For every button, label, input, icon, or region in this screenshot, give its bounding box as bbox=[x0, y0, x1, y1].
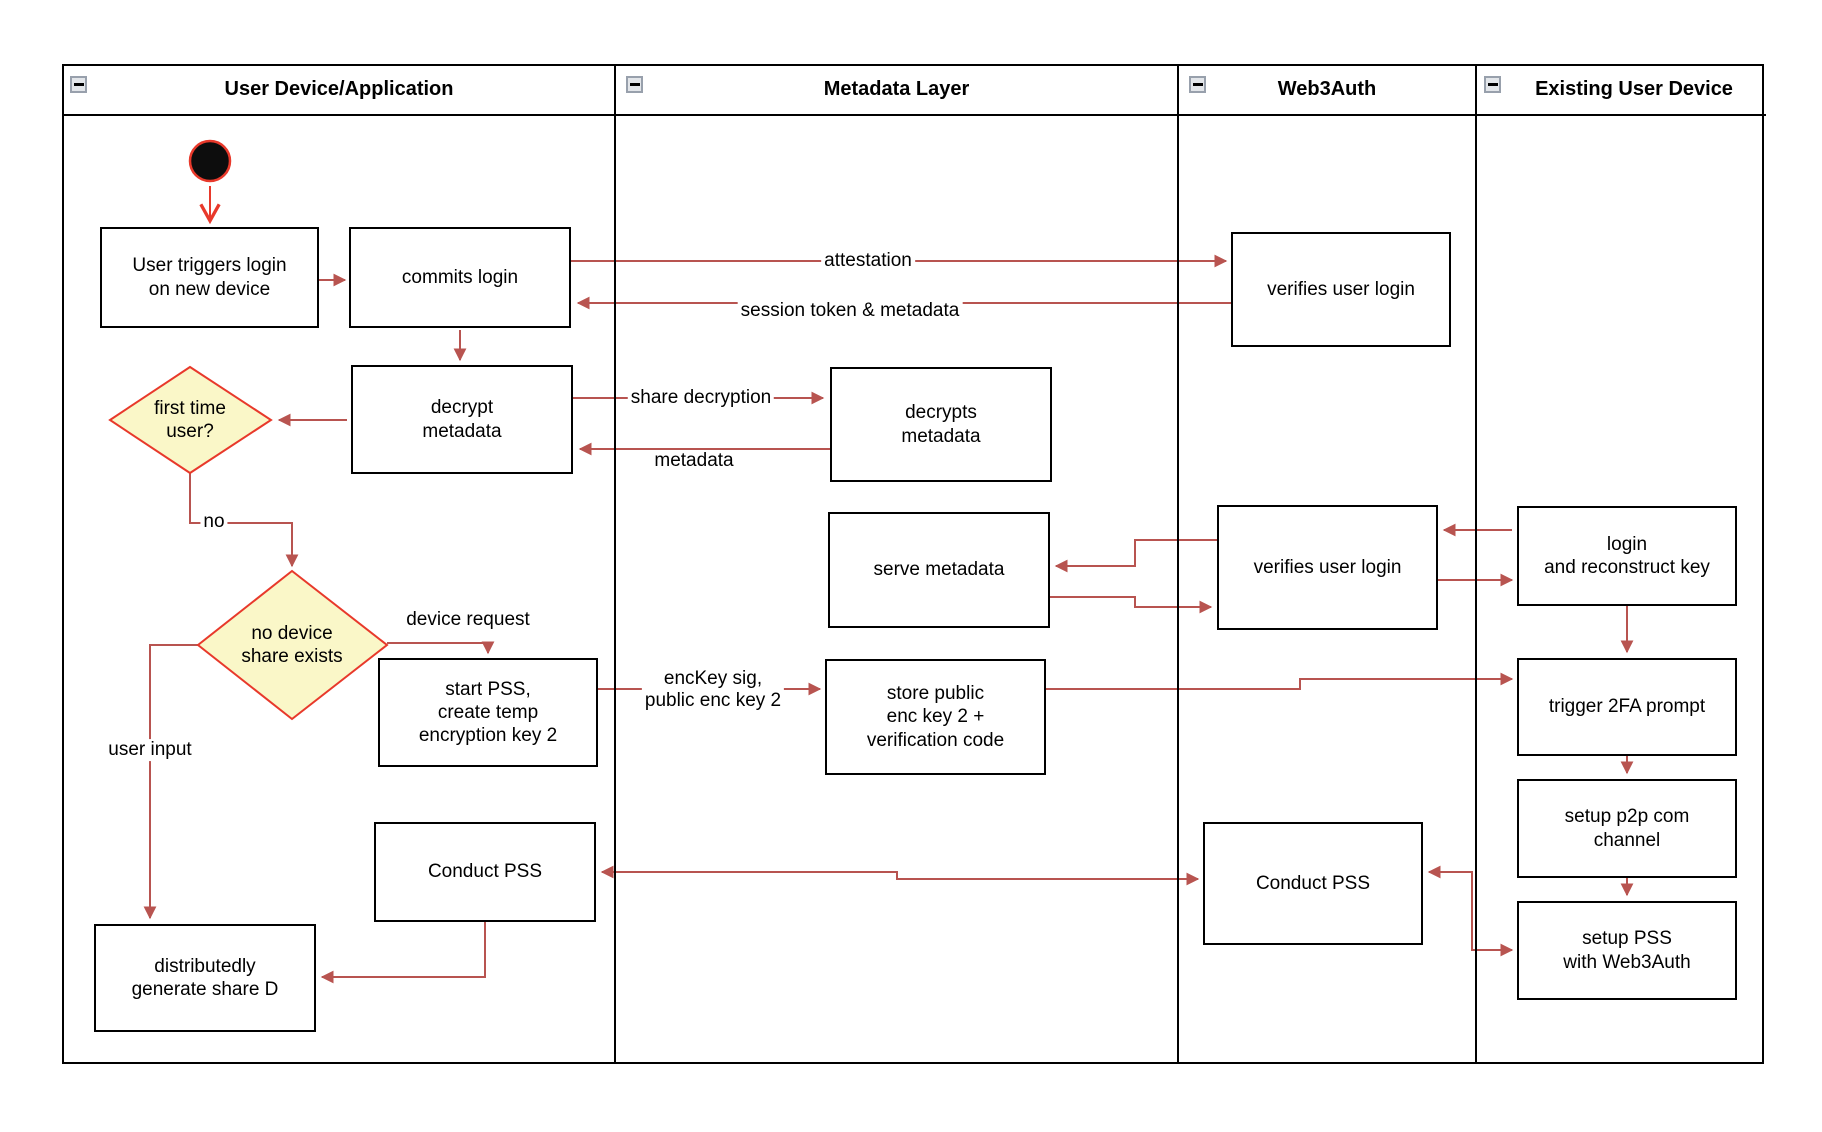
lane-header-web3auth: Web3Auth bbox=[1179, 64, 1475, 114]
node-store-public-key: store public enc key 2 + verification co… bbox=[825, 659, 1046, 775]
lane-divider-3 bbox=[1475, 64, 1477, 1064]
arrow-storekey-to-2fa bbox=[1046, 672, 1514, 690]
node-user-triggers-login: User triggers login on new device bbox=[100, 227, 319, 328]
node-start-pss: start PSS, create temp encryption key 2 bbox=[378, 658, 598, 767]
arrow-verifies-to-serve bbox=[1054, 539, 1217, 573]
minus-glyph bbox=[629, 83, 640, 86]
node-generate-share-d: distributedly generate share D bbox=[94, 924, 316, 1032]
lane-divider-1 bbox=[614, 64, 616, 1064]
collapse-icon[interactable] bbox=[1189, 76, 1206, 93]
minus-glyph bbox=[1192, 83, 1203, 86]
node-verifies-login-top: verifies user login bbox=[1231, 232, 1451, 347]
arrow-conductpss-to-share bbox=[320, 922, 486, 984]
arrow-user-input bbox=[143, 644, 198, 920]
node-decrypt-metadata: decrypt metadata bbox=[351, 365, 573, 474]
edge-label-user-input: user input bbox=[105, 739, 195, 761]
diagram-frame bbox=[62, 64, 1764, 1064]
arrow-device-request bbox=[387, 641, 495, 655]
lane-divider-2 bbox=[1177, 64, 1179, 1064]
lane-title: Existing User Device bbox=[1535, 77, 1733, 100]
lane-title: Web3Auth bbox=[1277, 77, 1377, 100]
collapse-icon[interactable] bbox=[1484, 76, 1501, 93]
edge-label-metadata: metadata bbox=[651, 450, 737, 472]
node-commits-login: commits login bbox=[349, 227, 571, 328]
collapse-icon[interactable] bbox=[70, 76, 87, 93]
lane-header-user-device: User Device/Application bbox=[64, 64, 614, 114]
node-setup-p2p: setup p2p com channel bbox=[1517, 779, 1737, 878]
node-conduct-pss-web3auth: Conduct PSS bbox=[1203, 822, 1423, 945]
edge-label-attestation: attestation bbox=[821, 250, 915, 272]
node-login-reconstruct: login and reconstruct key bbox=[1517, 506, 1737, 606]
arrow-no-branch bbox=[189, 473, 299, 568]
collapse-icon[interactable] bbox=[626, 76, 643, 93]
arrow-conductpss-link bbox=[600, 865, 1200, 886]
arrow-setuppss-conductpss bbox=[1427, 865, 1514, 957]
decision-first-time-user bbox=[108, 365, 273, 475]
decision-no-device-share bbox=[196, 569, 389, 721]
node-verifies-login-mid: verifies user login bbox=[1217, 505, 1438, 630]
node-decrypts-metadata: decrypts metadata bbox=[830, 367, 1052, 482]
decision-label-first-time-user: first time user? bbox=[154, 397, 226, 442]
lane-title: Metadata Layer bbox=[823, 77, 970, 100]
lane-header-metadata-layer: Metadata Layer bbox=[616, 64, 1177, 114]
edge-label-session-token: session token & metadata bbox=[737, 300, 963, 322]
arrow-serve-to-verifies bbox=[1050, 596, 1213, 614]
lane-header-existing-device: Existing User Device bbox=[1500, 64, 1768, 114]
node-conduct-pss-device: Conduct PSS bbox=[374, 822, 596, 922]
edge-label-no: no bbox=[200, 511, 228, 533]
edge-label-share-decryption: share decryption bbox=[627, 387, 775, 409]
node-trigger-2fa: trigger 2FA prompt bbox=[1517, 658, 1737, 756]
node-serve-metadata: serve metadata bbox=[828, 512, 1050, 628]
minus-glyph bbox=[73, 83, 84, 86]
lane-header-separator bbox=[62, 114, 1766, 116]
minus-glyph bbox=[1487, 83, 1498, 86]
node-setup-pss: setup PSS with Web3Auth bbox=[1517, 901, 1737, 1000]
edge-label-device-request: device request bbox=[403, 609, 533, 631]
decision-label-no-device-share: no device share exists bbox=[241, 622, 343, 667]
start-state-icon bbox=[188, 139, 232, 183]
lane-title: User Device/Application bbox=[224, 77, 454, 100]
edge-label-enckey: encKey sig, public enc key 2 bbox=[641, 668, 785, 712]
